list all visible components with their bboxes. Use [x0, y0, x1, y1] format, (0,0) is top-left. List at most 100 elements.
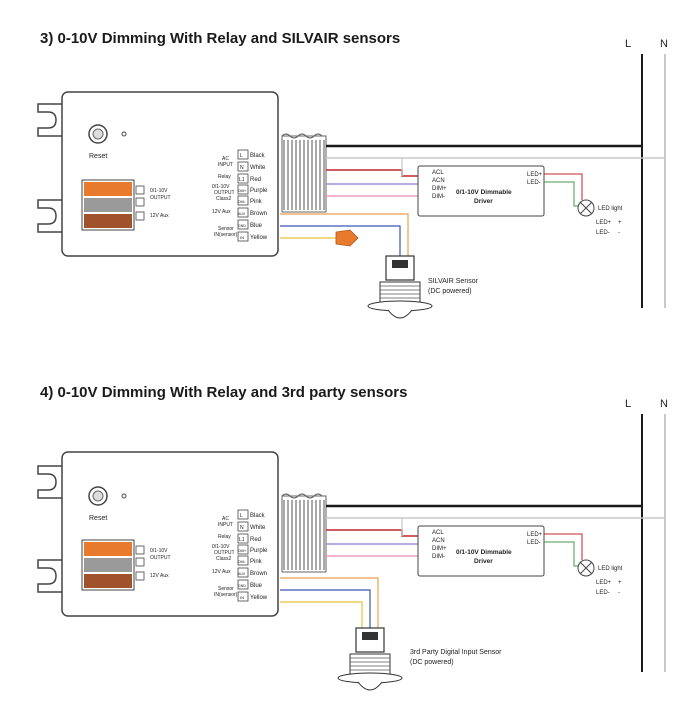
section-title: 4) 0-10V Dimming With Relay and 3rd part… — [40, 384, 408, 401]
led-minus-symbol: - — [618, 230, 620, 236]
led-cross-icon — [579, 561, 593, 575]
orange-terminal — [84, 182, 132, 196]
neutral-label: N — [660, 398, 668, 410]
svg-text:Class2: Class2 — [216, 556, 232, 562]
third-party-sensor — [337, 627, 403, 691]
svg-text:Sensor: Sensor — [218, 226, 234, 232]
led-label: LED light — [598, 206, 623, 212]
svg-text:DIM+: DIM+ — [238, 189, 246, 193]
svg-text:OUTPUT: OUTPUT — [214, 190, 235, 196]
driver-input-label: ACL — [432, 530, 444, 536]
svg-text:Brown: Brown — [250, 211, 267, 217]
svg-text:Relay: Relay — [218, 534, 231, 540]
right-terminal-strip: AC INPUT Relay 0/1-10V OUTPUT Class2 12V… — [212, 149, 268, 242]
driver-input-label: DIM+ — [432, 546, 447, 552]
driver-input-label: ACL — [432, 170, 444, 176]
svg-text:Black: Black — [250, 513, 266, 519]
led-plus-label: LED+ — [596, 580, 612, 586]
wire-led-plus — [544, 533, 583, 560]
svg-text:White: White — [250, 165, 266, 171]
wire-yellow — [280, 601, 363, 628]
driver-input-label: DIM- — [432, 554, 445, 560]
right-terminal-strip: AC INPUT Relay 0/1-10V OUTPUT Class2 12V… — [212, 509, 268, 602]
sensor-label: SILVAIR Sensor — [428, 278, 479, 285]
svg-text:0/1-10V: 0/1-10V — [212, 184, 230, 190]
reset-button-core — [92, 490, 104, 502]
svg-text:AUX: AUX — [238, 572, 246, 576]
led-label: LED light — [598, 566, 623, 572]
wire-red — [326, 169, 418, 177]
driver-title: Driver — [474, 558, 493, 565]
svg-text:12V Aux: 12V Aux — [212, 569, 231, 575]
reset-label: Reset — [89, 515, 107, 522]
led-plus-symbol: + — [618, 220, 622, 226]
svg-text:Brown: Brown — [250, 571, 267, 577]
svg-text:0/1-10V: 0/1-10V — [212, 544, 230, 550]
mount-tab — [37, 199, 62, 233]
wire-led-minus — [544, 541, 582, 567]
section-3: 3) 0-10V Dimming With Relay and SILVAIR … — [0, 0, 697, 360]
wire-coil — [281, 133, 327, 213]
svg-text:GND: GND — [238, 224, 246, 228]
section-4: 4) 0-10V Dimming With Relay and 3rd part… — [0, 360, 697, 727]
driver-title: 0/1-10V Dimmable — [456, 549, 512, 556]
pin-icon — [135, 571, 145, 581]
reset-label: Reset — [89, 153, 107, 160]
svg-text:Purple: Purple — [250, 188, 268, 194]
pin-icon — [135, 185, 145, 195]
status-led-icon — [121, 493, 127, 499]
svg-text:Pink: Pink — [250, 559, 263, 565]
driver-title: 0/1-10V Dimmable — [456, 189, 512, 196]
left-label: 12V Aux — [150, 573, 169, 579]
driver-input-label: DIM+ — [432, 186, 447, 192]
led-plus-symbol: + — [618, 580, 622, 586]
svg-text:N: N — [240, 525, 244, 531]
wire-blue — [280, 589, 371, 628]
svg-text:Blue: Blue — [250, 583, 263, 589]
svg-text:Red: Red — [250, 177, 261, 183]
left-label: OUTPUT — [150, 195, 171, 201]
left-label: 0/1-10V — [150, 188, 168, 194]
driver-box — [417, 525, 545, 577]
pin-icon — [135, 197, 145, 207]
line-label: L — [625, 398, 631, 410]
driver-output-label: LED+ — [527, 532, 543, 538]
driver-input-label: DIM- — [432, 194, 445, 200]
left-label: 12V Aux — [150, 213, 169, 219]
led-minus-label: LED- — [596, 230, 610, 236]
wire-led-minus — [544, 181, 582, 207]
svg-text:INPUT: INPUT — [218, 522, 233, 528]
led-minus-label: LED- — [596, 590, 610, 596]
sensor-sublabel: (DC powered) — [428, 288, 472, 295]
section-title: 3) 0-10V Dimming With Relay and SILVAIR … — [40, 30, 401, 47]
brown-terminal — [84, 214, 132, 228]
left-label: 0/1-10V — [150, 548, 168, 554]
svg-text:IN(sensor): IN(sensor) — [214, 592, 238, 598]
led-minus-symbol: - — [618, 590, 620, 596]
driver-input-label: ACN — [432, 178, 445, 184]
grey-terminal — [84, 198, 132, 212]
svg-text:Sensor: Sensor — [218, 586, 234, 592]
svg-text:Purple: Purple — [250, 548, 268, 554]
grey-terminal — [84, 558, 132, 572]
svg-text:DIM-: DIM- — [238, 560, 246, 564]
wire-led-plus — [544, 173, 583, 200]
svg-text:White: White — [250, 525, 266, 531]
svg-text:N: N — [240, 165, 244, 171]
driver-box — [417, 165, 545, 217]
svg-text:Blue: Blue — [250, 223, 263, 229]
driver-output-label: LED+ — [527, 172, 543, 178]
wire-blue — [280, 225, 401, 256]
wiring-diagram: L N Reset 0/1-10V OUTPUT 12V Aux AC INPU… — [37, 398, 668, 691]
svg-text:OUTPUT: OUTPUT — [214, 550, 235, 556]
svg-text:Relay: Relay — [218, 174, 231, 180]
wire-nut-icon — [335, 229, 359, 247]
orange-terminal — [84, 542, 132, 556]
pin-icon — [135, 211, 145, 221]
reset-button-core — [92, 128, 104, 140]
line-label: L — [625, 38, 631, 50]
svg-text:Black: Black — [250, 153, 266, 159]
driver-output-label: LED- — [527, 540, 541, 546]
mount-tab — [37, 103, 62, 137]
svg-text:Class2: Class2 — [216, 196, 232, 202]
